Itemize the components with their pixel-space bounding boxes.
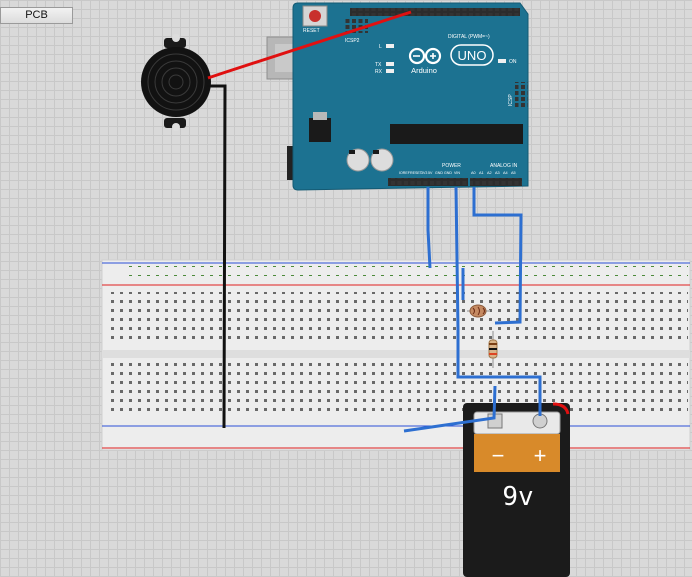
icsp-label: ICSP (508, 94, 514, 106)
led-rx-icon (386, 69, 394, 73)
battery-positive-terminal[interactable] (532, 413, 548, 429)
power-pin-ioref: IOREF (399, 171, 411, 175)
icsp-header (515, 82, 528, 107)
voltage-regulator-chip (309, 118, 331, 142)
led-rx-label: RX (375, 69, 383, 75)
analog-label: ANALOG IN (490, 163, 518, 169)
led-on-icon (498, 59, 506, 63)
led-tx-icon (386, 62, 394, 66)
wire-blue-battery-negative[interactable] (403, 385, 497, 433)
wire-blue-a0[interactable] (472, 187, 523, 325)
arduino-brand: Arduino (411, 66, 437, 75)
power-pin-5v: 5V (428, 171, 433, 175)
wire-blue-gnd[interactable] (454, 186, 542, 416)
microcontroller-chip (390, 124, 523, 144)
battery-plus-label: + (534, 443, 547, 468)
wire-blue-5v[interactable] (426, 187, 432, 269)
power-pin-gnd2: GND (444, 171, 452, 175)
reset-label: RESET (303, 28, 320, 34)
power-pin-3v3: 3V3 (421, 171, 427, 175)
wire-black[interactable] (207, 84, 227, 429)
analog-pin-a4: A4 (503, 171, 508, 175)
resistor[interactable] (488, 331, 498, 368)
led-tx-label: TX (375, 62, 382, 68)
capacitor-icon (346, 148, 394, 172)
icsp2-header (344, 19, 368, 33)
digital-label: DIGITAL (PWM=~) (448, 34, 490, 40)
analog-pin-a3: A3 (495, 171, 500, 175)
power-pin-reset: RESET (410, 171, 423, 175)
power-pin-gnd1: GND (435, 171, 443, 175)
photoresistor[interactable] (467, 304, 490, 318)
battery-voltage-label: 9v (502, 482, 533, 512)
battery-minus-label: − (492, 443, 505, 468)
led-l-icon (386, 44, 394, 48)
wire-red[interactable] (207, 10, 412, 80)
breadboard[interactable] (101, 259, 691, 451)
arduino-logo-icon (408, 47, 442, 65)
analog-pin-a0: A0 (471, 171, 476, 175)
analog-pin-a1: A1 (479, 171, 484, 175)
led-l-label: L (379, 44, 382, 50)
power-pin-vin: VIN (454, 171, 460, 175)
wire-red-battery-positive[interactable] (552, 402, 570, 415)
uno-label: UNO (458, 48, 487, 63)
analog-pin-a5: A5 (511, 171, 516, 175)
piezo-buzzer[interactable] (141, 34, 211, 131)
pcb-view-tab[interactable]: PCB (0, 7, 73, 24)
uno-badge (450, 44, 494, 66)
analog-pin-a2: A2 (487, 171, 492, 175)
power-label: POWER (442, 163, 461, 169)
arduino-uno-board[interactable]: RESET ICSP2 DIGITAL (PWM=~) L TX RX ON U… (266, 2, 529, 191)
on-label: ON (509, 59, 517, 65)
battery-9v[interactable]: − + 9v (463, 403, 570, 577)
icsp2-label: ICSP2 (345, 38, 360, 44)
